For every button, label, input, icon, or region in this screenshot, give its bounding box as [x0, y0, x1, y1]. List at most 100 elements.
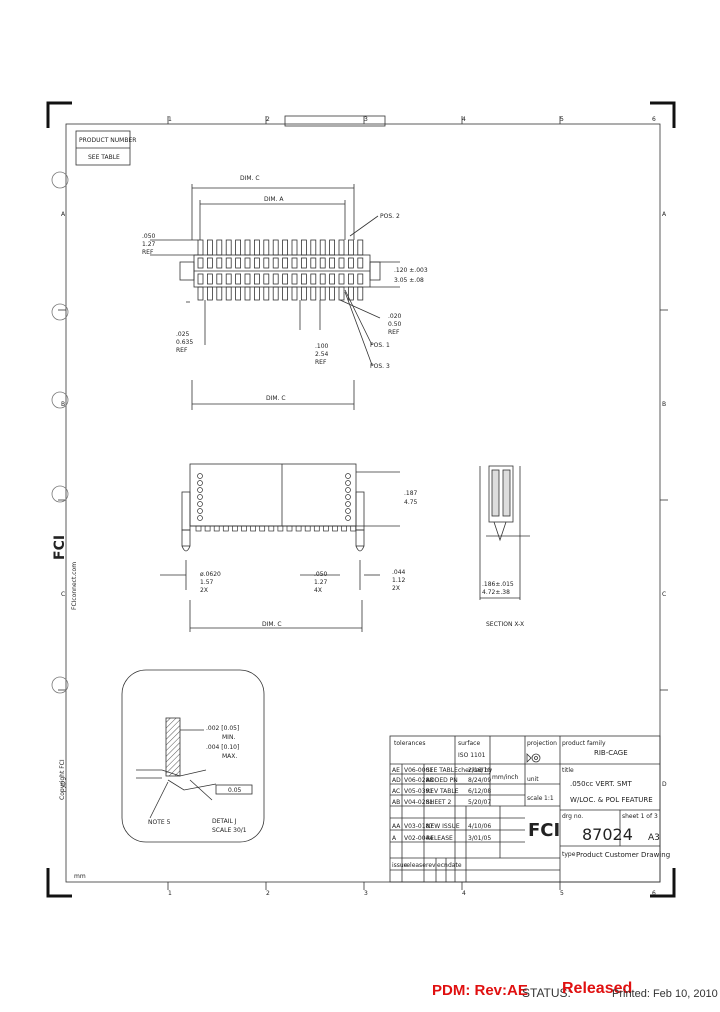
- top-pin: [357, 239, 364, 256]
- contact-slot: [329, 257, 336, 269]
- contact-slot: [235, 273, 242, 285]
- front-pin: [213, 525, 220, 532]
- d050b-label: 0.50: [388, 321, 402, 328]
- rev-code: AE: [392, 767, 400, 774]
- detail-ref-box: 0.05: [228, 787, 242, 794]
- bottom-pin: [310, 286, 317, 301]
- top-pin: [225, 239, 232, 256]
- front-pin: [259, 525, 266, 532]
- grid-side-a: A: [61, 211, 66, 218]
- bottom-pin: [197, 286, 204, 301]
- surface-label: surface: [458, 740, 480, 747]
- dim-std: ISO 1101: [458, 752, 486, 759]
- bottom-pin: [216, 286, 223, 301]
- rev-date: 5/20/07: [468, 799, 491, 806]
- contact-slot: [338, 257, 345, 269]
- rev-date: 8/24/09: [468, 777, 491, 784]
- front-pin: [250, 525, 256, 532]
- detail-j-frame: [121, 669, 265, 843]
- bottom-pin: [253, 286, 260, 301]
- contact-slot: [253, 257, 260, 269]
- rev-note: SHEET 2: [426, 799, 451, 806]
- detail-note: NOTE 5: [148, 819, 171, 826]
- d127-label: 1.27: [142, 241, 156, 248]
- grid-top-3: 3: [364, 116, 368, 123]
- contact-slot: [263, 273, 270, 285]
- bottom-issue: issue: [392, 862, 408, 869]
- side-contact: [197, 473, 203, 479]
- pos2-label: POS. 2: [380, 213, 400, 220]
- front-pin: [232, 525, 238, 532]
- pos1-label: POS. 1: [370, 342, 390, 349]
- front-pin: [277, 525, 284, 532]
- bottom-pin: [319, 286, 326, 301]
- contact-slot: [225, 257, 232, 269]
- rev-ecn: V03-0187: [404, 823, 433, 830]
- contact-slot: [282, 273, 289, 285]
- side-contact: [197, 494, 203, 500]
- rev-ecn: V06-0288: [404, 777, 433, 784]
- d100-label: .100: [315, 343, 329, 350]
- drawing-no-label: drg no.: [562, 813, 583, 820]
- side-contact: [197, 508, 203, 514]
- scale-value: 1:1: [544, 795, 554, 802]
- detail-max: MAX.: [222, 753, 237, 760]
- bottom-pin: [272, 286, 279, 301]
- grid-side-a-r: A: [662, 211, 667, 218]
- side-contact: [197, 487, 203, 493]
- d635-label: 0.635: [176, 339, 193, 346]
- detail-j-drawing: [136, 717, 253, 819]
- bottom-pin: [282, 286, 289, 301]
- section-label: SECTION X-X: [486, 621, 524, 628]
- grid-top-2: 2: [266, 116, 270, 123]
- scale-label: scale: [527, 795, 543, 802]
- title-line2: W/LOC. & POL FEATURE: [570, 796, 653, 804]
- front-pin: [268, 525, 275, 532]
- punch-holes: [51, 171, 69, 694]
- bottom-pin: [225, 286, 232, 301]
- side-contact: [197, 501, 203, 507]
- bottom-pin: [338, 286, 345, 301]
- ref-label: REF: [142, 249, 154, 256]
- grid-bot-6: 6: [652, 890, 656, 897]
- rev-date: 6/12/08: [468, 788, 491, 795]
- top-pin: [253, 239, 260, 256]
- status-label: STATUS:: [522, 986, 571, 1000]
- contact-slot: [235, 257, 242, 269]
- top-pin: [235, 239, 242, 256]
- grid-top-1: 1: [168, 116, 172, 123]
- top-pin: [272, 239, 279, 256]
- rev-code: AC: [392, 788, 400, 795]
- rev-code: AB: [392, 799, 400, 806]
- front-pin: [350, 525, 357, 532]
- detail-scale: SCALE 30/1: [212, 827, 247, 834]
- front-d157: 1.57: [200, 579, 214, 586]
- d305-label: 3.05 ±.08: [394, 277, 424, 284]
- contact-slot: [216, 273, 223, 285]
- front-dim-c: DIM. C: [262, 621, 282, 628]
- ref4-label: REF: [315, 359, 327, 366]
- center-mark-box: [284, 115, 386, 127]
- tol-label: tolerances: [394, 740, 425, 747]
- pdm-revision: PDM: Rev:AE: [432, 982, 528, 999]
- contact-slot: [329, 273, 336, 285]
- d025-label: .025: [176, 331, 190, 338]
- contact-slot: [347, 257, 354, 269]
- rev-note: REV TABLE: [426, 788, 459, 795]
- section-dim-mm: 4.72±.38: [482, 589, 510, 596]
- sheet-value: sheet 1 of 3: [622, 813, 658, 820]
- front-d050: .050: [314, 571, 328, 578]
- title-block: [389, 735, 661, 883]
- contact-slot: [300, 257, 307, 269]
- bottom-rev: rev: [426, 862, 436, 869]
- projection-label: projection: [527, 740, 557, 747]
- grid-bot-5: 5: [560, 890, 564, 897]
- d254-label: 2.54: [315, 351, 329, 358]
- contact-slot: [291, 257, 298, 269]
- contact-slot: [357, 273, 364, 285]
- grid-top-4: 4: [462, 116, 466, 123]
- rev-ecn: V02-0044: [404, 835, 433, 842]
- front-pin: [304, 525, 311, 532]
- front-d127: 1.27: [314, 579, 328, 586]
- dim-a-label: DIM. A: [264, 196, 284, 203]
